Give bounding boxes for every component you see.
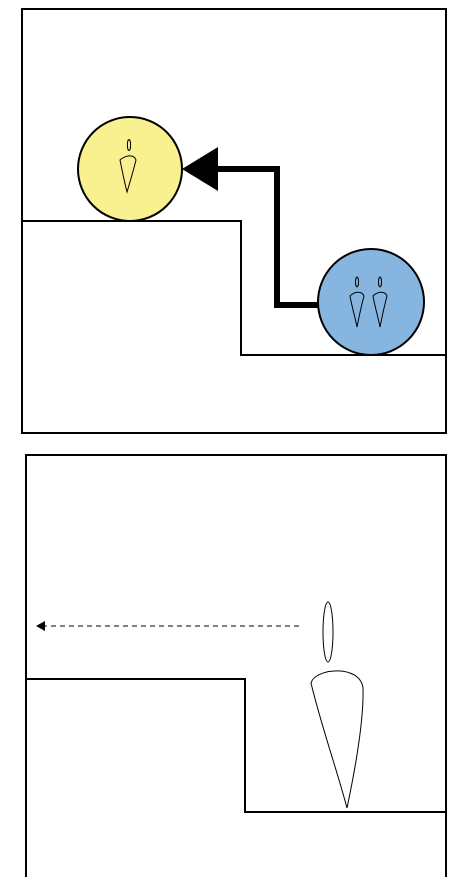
bottom-panel [26,455,446,877]
bottom-step-ledge [26,679,446,812]
candle-flame-icon [311,602,363,808]
move-arrow-icon [182,147,318,305]
dashed-arrow-icon [36,621,299,631]
bottom-panel-frame [26,455,446,877]
blue-circle-group [318,249,424,355]
blue-circle [318,249,424,355]
yellow-circle [78,117,182,221]
top-panel [22,9,446,433]
yellow-circle-group [78,117,182,221]
